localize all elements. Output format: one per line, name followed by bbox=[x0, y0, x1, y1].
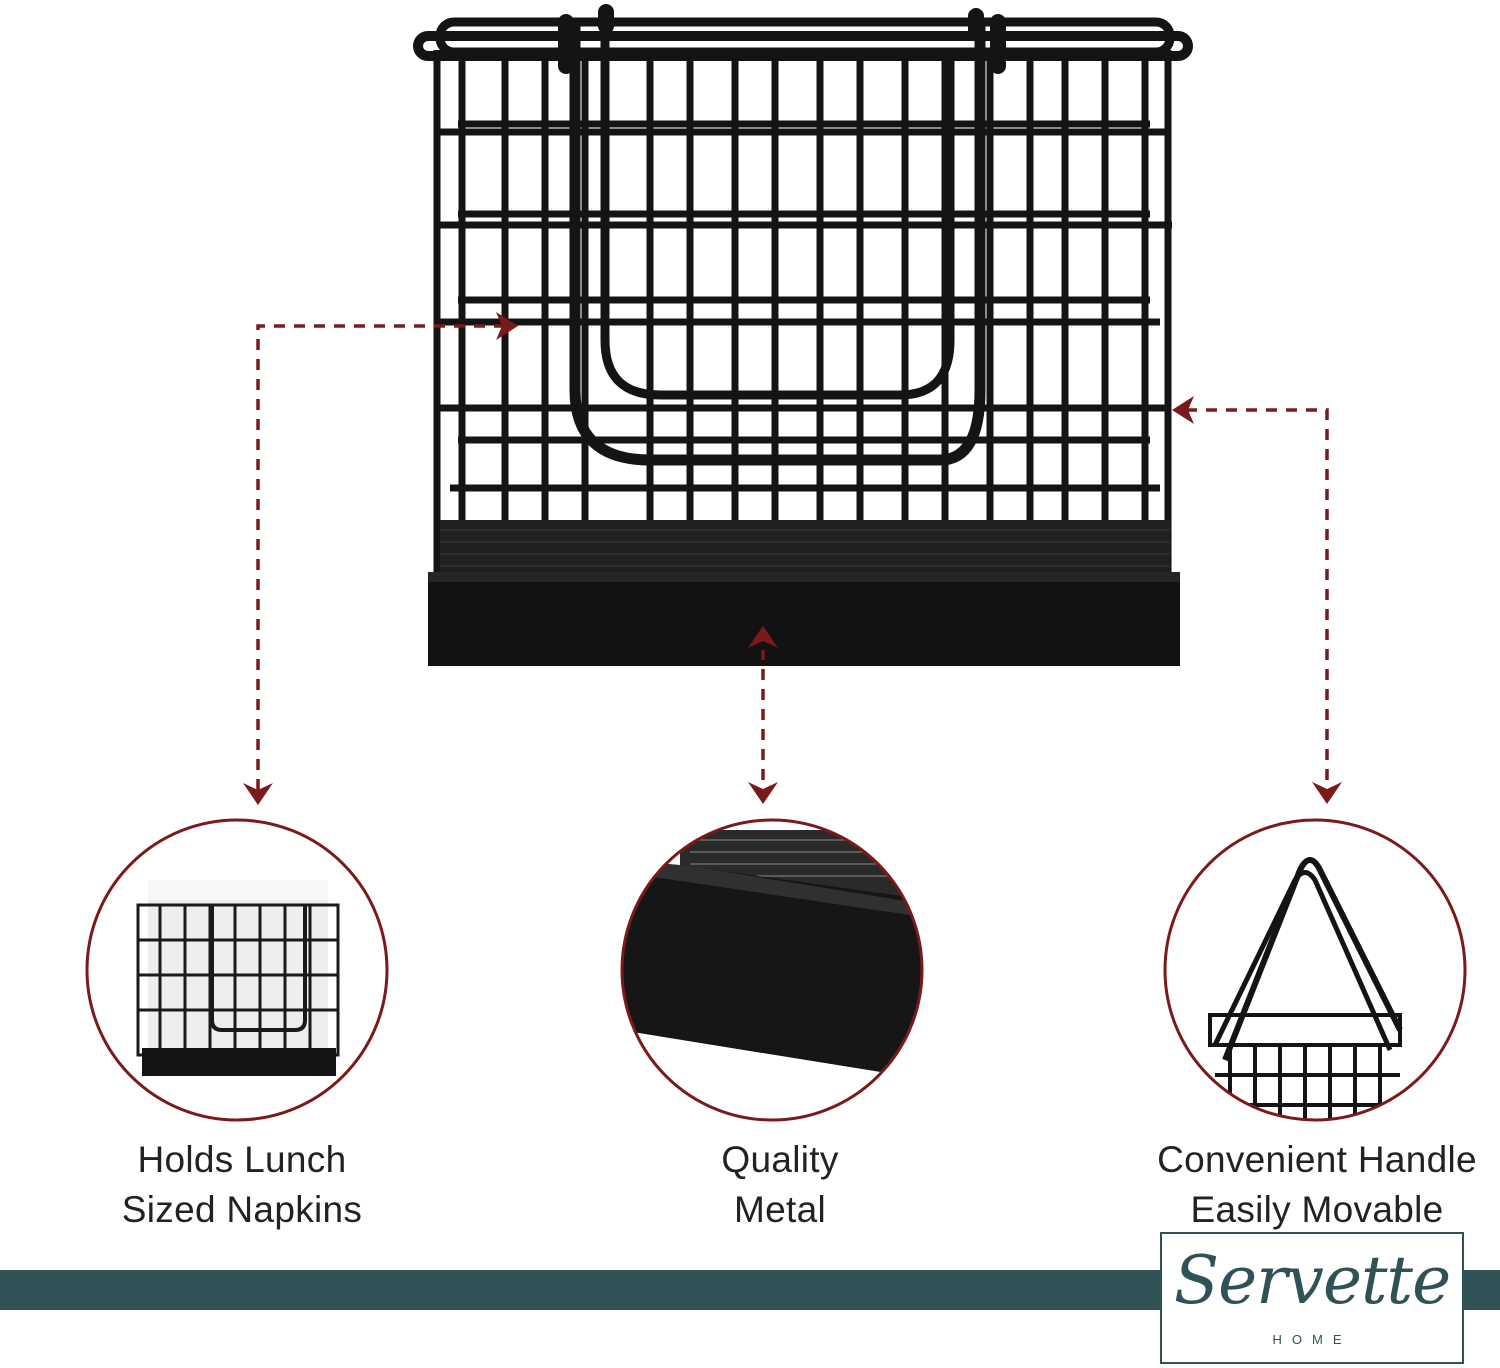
arrow-head-right-down bbox=[1312, 782, 1342, 804]
feature-label-line2: Metal bbox=[734, 1189, 826, 1230]
feature-label-napkins: Holds Lunch Sized Napkins bbox=[62, 1135, 422, 1235]
arrow-head-right-left bbox=[1172, 396, 1194, 424]
feature-label-line1: Quality bbox=[721, 1139, 839, 1180]
feature-label-line2: Sized Napkins bbox=[121, 1189, 363, 1230]
feature-label-line1: Convenient Handle bbox=[1157, 1139, 1477, 1180]
feature-label-line1: Holds Lunch bbox=[137, 1139, 347, 1180]
arrow-head-left-top bbox=[496, 312, 518, 340]
brand-sub: HOME bbox=[1272, 1332, 1352, 1347]
feature-label-handle: Convenient Handle Easily Movable bbox=[1137, 1135, 1497, 1235]
arrow-head-left-down bbox=[243, 783, 273, 805]
brand-logo: Servette HOME bbox=[1160, 1232, 1464, 1364]
arrow-head-mid-down bbox=[748, 782, 778, 804]
feature-label-line2: Easily Movable bbox=[1190, 1189, 1444, 1230]
feature-label-metal: Quality Metal bbox=[600, 1135, 960, 1235]
arrow-head-mid-up bbox=[748, 626, 778, 648]
brand-name: Servette bbox=[1173, 1242, 1451, 1319]
